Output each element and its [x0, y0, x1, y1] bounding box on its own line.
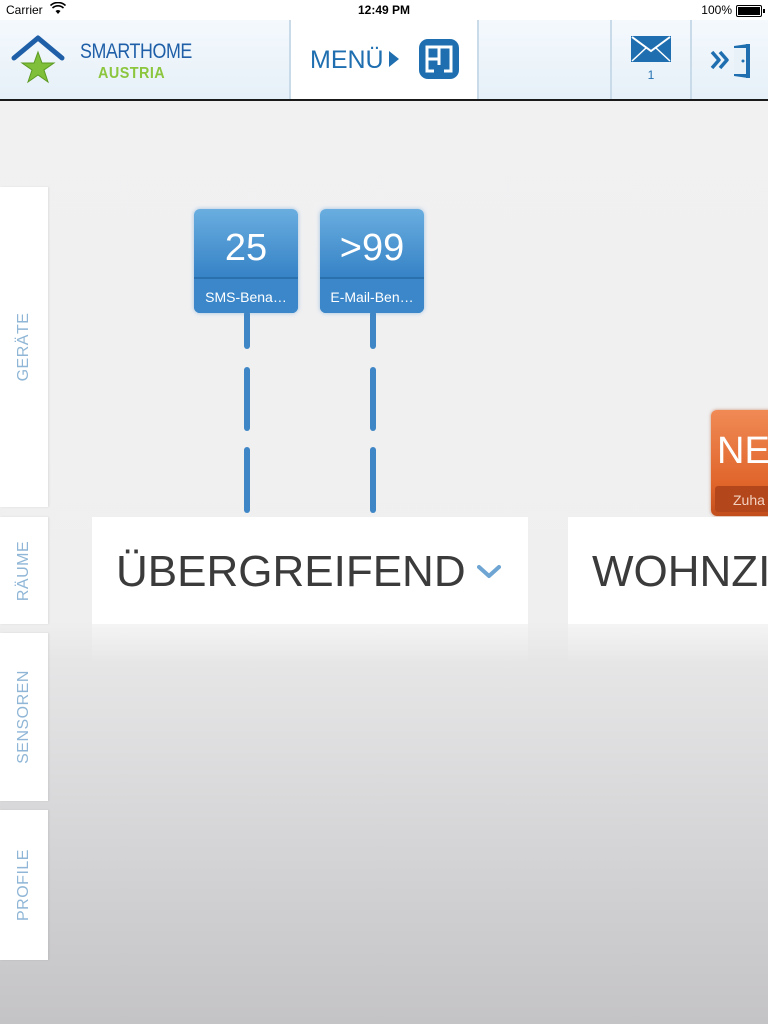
badge-value: 25	[224, 227, 268, 269]
logo-subtitle: AUSTRIA	[98, 65, 166, 82]
smarthome-logo[interactable]: SMARTHOME AUSTRIA	[10, 34, 192, 86]
sidebar-item-sensoren[interactable]: SENSOREN	[0, 633, 48, 801]
sidebar-item-label: GERÄTE	[15, 312, 32, 382]
mail-count-badge: 1	[647, 68, 655, 82]
badge-band	[715, 486, 768, 512]
badge-label: E-Mail-Ben…	[330, 289, 414, 305]
sidebar-item-label: SENSOREN	[15, 670, 32, 764]
room-card-wohnzimmer[interactable]: WOHNZI	[568, 517, 768, 664]
battery-icon	[736, 5, 765, 17]
exit-door-icon	[710, 44, 750, 78]
clock: 12:49 PM	[357, 3, 411, 17]
connector-line	[244, 367, 250, 431]
connector-line	[244, 311, 250, 349]
header-divider	[690, 20, 692, 99]
badge-value: >99	[339, 227, 405, 269]
connector-line	[370, 447, 376, 513]
connector-line	[370, 367, 376, 431]
badge-label: Zuha	[733, 492, 765, 508]
header-divider	[289, 20, 291, 99]
battery-percent: 100%	[701, 3, 732, 17]
sidebar-item-raeume[interactable]: RÄUME	[0, 517, 48, 624]
floorplan-icon	[419, 39, 459, 79]
badge-band	[320, 277, 424, 313]
chevron-down-icon[interactable]	[477, 564, 501, 580]
sidebar-item-profile[interactable]: PROFILE	[0, 810, 48, 960]
app-header: SMARTHOME AUSTRIA MENÜ 1	[0, 20, 768, 101]
menu-button[interactable]: MENÜ	[291, 20, 477, 99]
house-star-icon	[11, 35, 65, 84]
room-title: ÜBERGREIFEND	[116, 547, 466, 596]
menu-label: MENÜ	[310, 46, 384, 74]
menu-arrow-icon	[389, 51, 399, 67]
email-notification-badge[interactable]: >99 E-Mail-Ben…	[320, 209, 424, 313]
presence-badge[interactable]: NE Zuha	[711, 410, 768, 516]
room-card-uebergreifend[interactable]: ÜBERGREIFEND	[92, 517, 528, 664]
card-reflection	[92, 624, 528, 664]
badge-band	[194, 277, 298, 313]
main-content: GERÄTE RÄUME SENSOREN PROFILE 25 SMS-Ben…	[0, 101, 768, 1024]
logout-button[interactable]	[692, 20, 768, 99]
sms-notification-badge[interactable]: 25 SMS-Bena…	[194, 209, 298, 313]
header-divider	[477, 20, 479, 99]
mail-icon	[631, 36, 671, 62]
messages-button[interactable]: 1	[612, 20, 690, 99]
badge-value: NE	[717, 430, 768, 472]
sidebar-item-geraete[interactable]: GERÄTE	[0, 187, 48, 507]
connector-line	[370, 311, 376, 349]
card-reflection	[568, 624, 768, 664]
sidebar-item-label: PROFILE	[15, 849, 32, 921]
badge-label: SMS-Bena…	[205, 289, 287, 305]
header-divider	[610, 20, 612, 99]
wifi-icon	[50, 2, 66, 14]
logo-title: SMARTHOME	[80, 40, 192, 63]
connector-line	[244, 447, 250, 513]
sidebar-item-label: RÄUME	[15, 540, 32, 601]
carrier-label: Carrier	[6, 3, 43, 17]
room-title: WOHNZI	[592, 547, 768, 596]
status-bar: Carrier 12:49 PM 100%	[0, 0, 768, 20]
